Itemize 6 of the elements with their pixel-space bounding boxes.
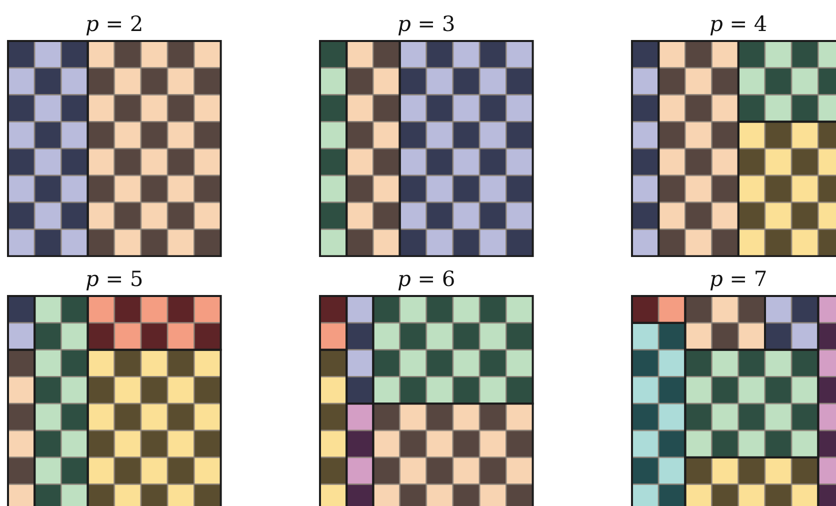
- panel-label: p = 7: [708, 267, 768, 291]
- panel-label: p = 4: [708, 12, 768, 36]
- panel-label: p = 2: [84, 12, 144, 36]
- panel-label: p = 5: [84, 267, 144, 291]
- panel-label: p = 3: [396, 12, 456, 36]
- panel-label: p = 6: [396, 267, 456, 291]
